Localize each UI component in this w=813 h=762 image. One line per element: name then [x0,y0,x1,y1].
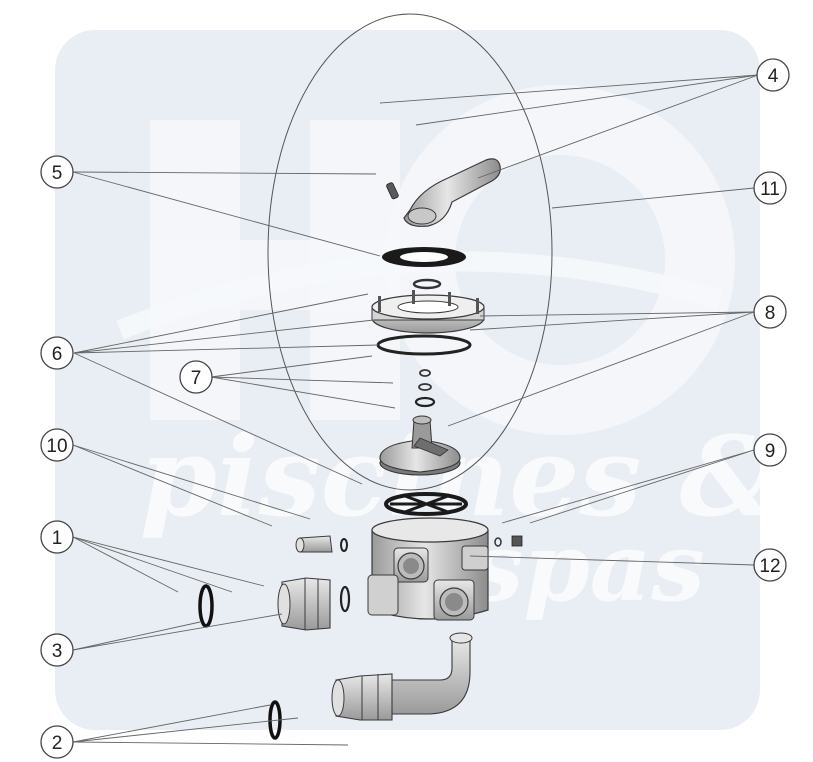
callout-9-label: 9 [765,441,776,462]
rotor-disc [379,415,461,476]
handle-lever [403,158,501,227]
callout-3: 3 [40,633,74,667]
leader-lines [72,74,759,746]
elbow-pipe [331,632,473,721]
callout-2-label: 2 [52,733,63,754]
o-ring-small-1 [419,369,431,377]
valve-cover [371,290,485,334]
assembly-outline-ellipse [267,13,553,491]
union-fitting [277,577,331,631]
drain-o-ring [494,537,502,547]
callout-9: 9 [753,433,787,467]
callout-1-label: 1 [52,528,63,549]
callout-12: 12 [753,548,787,582]
callout-5: 5 [40,155,74,189]
callout-10-label: 10 [46,436,67,457]
side-plug-o-ring [340,538,348,552]
pin [386,182,399,200]
large-o-ring-left [198,584,214,628]
callout-10: 10 [40,428,74,462]
o-ring-small-3 [414,396,436,408]
small-ring-top [412,278,442,290]
union-o-ring [339,585,351,613]
watermark: piscines & spas [55,30,779,730]
callout-1: 1 [40,520,74,554]
callout-5-label: 5 [52,163,63,184]
callout-7: 7 [179,360,213,394]
callout-11-label: 11 [760,179,780,200]
callouts: 1 2 3 4 5 6 7 8 [40,58,790,759]
callout-6: 6 [40,336,74,370]
watermark-brand-line2: spas [469,512,705,623]
callout-6-label: 6 [52,344,63,365]
o-ring-small-2 [418,383,432,391]
drain-plug [511,535,523,547]
callout-2: 2 [40,725,74,759]
callout-11: 11 [753,171,787,205]
callout-12-label: 12 [759,556,780,577]
callout-3-label: 3 [52,641,63,662]
callout-7-label: 7 [191,368,202,389]
valve-body [367,517,489,621]
spider-gasket [384,492,468,516]
callout-8: 8 [753,295,787,329]
callout-4-label: 4 [768,66,779,87]
parts [198,158,523,740]
side-plug [295,535,333,553]
callout-8-label: 8 [765,303,776,324]
callout-4: 4 [756,58,790,92]
